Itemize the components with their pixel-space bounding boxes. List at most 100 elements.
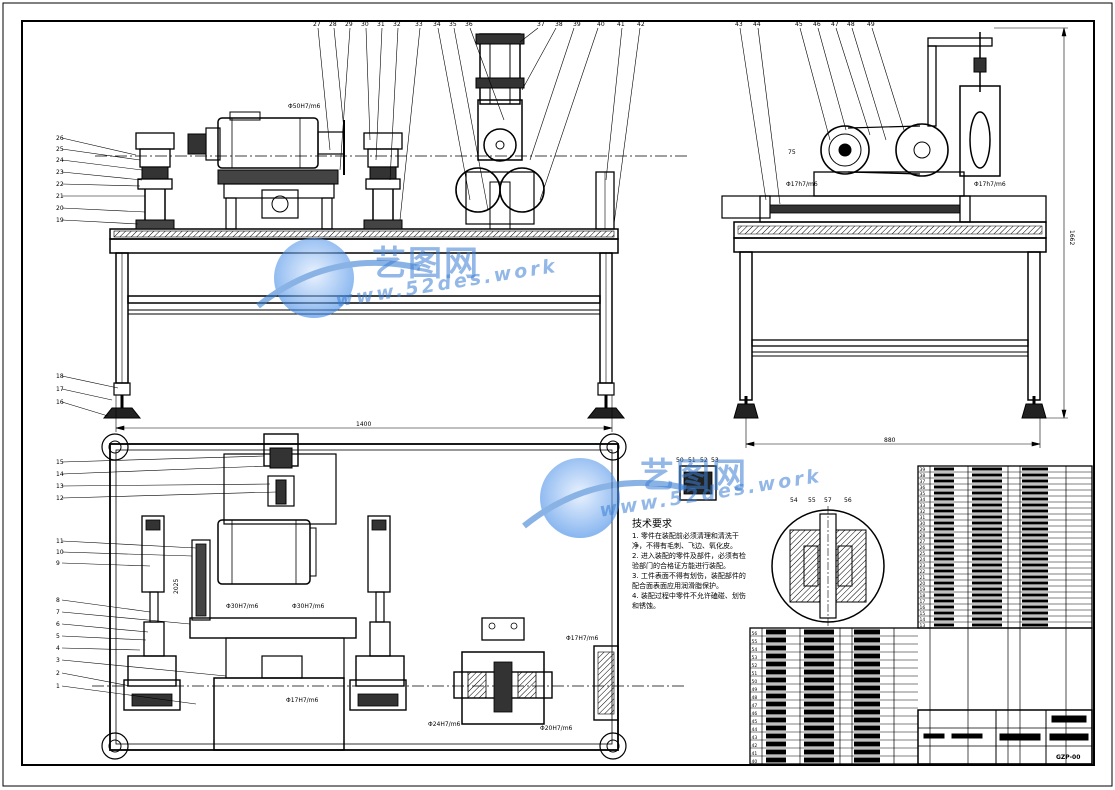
bom-row-number: 42 bbox=[752, 743, 758, 749]
bom-row-number: 23 bbox=[920, 563, 926, 569]
bom-cell-mark bbox=[972, 485, 1002, 489]
part-no-8: 8 bbox=[56, 597, 60, 604]
dim-v-label: 2025 bbox=[173, 579, 180, 594]
bom-cell-mark bbox=[854, 653, 880, 659]
fit-label-2: Φ17h7/m6 bbox=[786, 181, 818, 188]
part-no-42: 42 bbox=[637, 21, 645, 28]
part-no-20: 20 bbox=[56, 205, 64, 212]
bom-cell-mark bbox=[972, 617, 1002, 621]
bom-cell-mark bbox=[1022, 575, 1048, 579]
bom-cell-mark bbox=[804, 677, 834, 683]
detail-no-55: 55 bbox=[808, 497, 816, 504]
part-no-49: 49 bbox=[867, 21, 875, 28]
bom-row-number: 45 bbox=[752, 719, 758, 725]
front-view bbox=[95, 33, 690, 419]
tech-req-item-4: 4. 装配过程中零件不允许磕碰、划伤和锈蚀。 bbox=[632, 592, 746, 610]
bom-cell-mark bbox=[934, 605, 954, 609]
bom-cell-mark bbox=[766, 669, 786, 675]
bom-cell-mark bbox=[804, 741, 834, 747]
bom-row-number: 19 bbox=[920, 587, 926, 593]
bom-cell-mark bbox=[854, 725, 880, 731]
bom-cell-mark bbox=[934, 575, 954, 579]
bom-cell-mark bbox=[934, 599, 954, 603]
bom-row-number: 28 bbox=[920, 533, 926, 539]
bom-row-number: 55 bbox=[752, 639, 758, 645]
bom-cell-mark bbox=[1022, 527, 1048, 531]
bom-row-number: 35 bbox=[920, 491, 926, 497]
bom-cell-mark bbox=[854, 637, 880, 643]
side-height-label: 1662 bbox=[1068, 230, 1075, 245]
bom-row-number: 46 bbox=[752, 711, 758, 717]
bom-cell-mark bbox=[934, 509, 954, 513]
bom-row-number: 32 bbox=[920, 509, 926, 515]
part-no-23: 23 bbox=[56, 169, 64, 176]
bom-row-number: 25 bbox=[920, 551, 926, 557]
bom-cell-mark bbox=[1022, 587, 1048, 591]
bom-cell-mark bbox=[1022, 569, 1048, 573]
bom-row-number: 52 bbox=[752, 663, 758, 669]
bom-row-number: 27 bbox=[920, 539, 926, 545]
part-no-27: 27 bbox=[313, 21, 321, 28]
fit-label-7: Φ17H7/m6 bbox=[566, 635, 599, 642]
bom-cell-mark bbox=[972, 593, 1002, 597]
bom-row-number: 38 bbox=[920, 473, 926, 479]
part-no-6: 6 bbox=[56, 621, 60, 628]
detail-no-51: 51 bbox=[688, 457, 696, 464]
part-no-46: 46 bbox=[813, 21, 821, 28]
tech-req-title: 技术要求 bbox=[632, 519, 672, 530]
bom-cell-mark bbox=[972, 527, 1002, 531]
bom-cell-mark bbox=[1022, 617, 1048, 621]
bom-cell-mark bbox=[766, 693, 786, 699]
front-leaders bbox=[61, 27, 641, 417]
bom-cell-mark bbox=[934, 533, 954, 537]
bom-cell-mark bbox=[934, 467, 954, 471]
part-no-43: 43 bbox=[735, 21, 743, 28]
fit-label-8: Φ24H7/m6 bbox=[428, 721, 461, 728]
bom-cell-mark bbox=[766, 653, 786, 659]
bom-cell-mark bbox=[1022, 503, 1048, 507]
bom-cell-mark bbox=[972, 533, 1002, 537]
bom-row-number: 41 bbox=[752, 751, 758, 757]
bom-cell-mark bbox=[766, 749, 786, 755]
bom-cell-mark bbox=[804, 757, 834, 763]
bom-cell-mark bbox=[766, 717, 786, 723]
bom-lower bbox=[749, 627, 1093, 765]
bom-cell-mark bbox=[1022, 533, 1048, 537]
part-no-44: 44 bbox=[753, 21, 761, 28]
part-no-3: 3 bbox=[56, 657, 60, 664]
part-no-28: 28 bbox=[329, 21, 337, 28]
bom-cell-mark bbox=[854, 749, 880, 755]
part-no-32: 32 bbox=[393, 21, 401, 28]
part-no-35: 35 bbox=[449, 21, 457, 28]
part-no-2: 2 bbox=[56, 670, 60, 677]
bom-row-number: 21 bbox=[920, 575, 926, 581]
bom-row-number: 33 bbox=[920, 503, 926, 509]
bom-cell-mark bbox=[804, 629, 834, 635]
bom-cell-mark bbox=[1022, 611, 1048, 615]
bom-row-number: 37 bbox=[920, 479, 926, 485]
bom-row-number: 17 bbox=[920, 599, 926, 605]
part-no-4: 4 bbox=[56, 645, 60, 652]
fit-label-5: Φ30H7/m6 bbox=[292, 603, 325, 610]
front-width-label: 1400 bbox=[356, 421, 371, 428]
bom-cell-mark bbox=[766, 757, 786, 763]
bom-cell-mark bbox=[766, 709, 786, 715]
bom-cell-mark bbox=[934, 551, 954, 555]
tech-req-item-3: 3. 工件表面不得有划伤，装配部件的配合面表面应用润滑脂保护。 bbox=[632, 572, 746, 590]
part-no-22: 22 bbox=[56, 181, 64, 188]
bom-cell-mark bbox=[934, 581, 954, 585]
bom-row-number: 14 bbox=[920, 617, 926, 623]
bom-cell-mark bbox=[972, 623, 1002, 627]
part-no-47: 47 bbox=[831, 21, 839, 28]
plan-part-numbers: 15 14 13 12 11 10 9 8 7 6 5 4 3 2 1 Φ30H… bbox=[56, 459, 599, 732]
front-part-numbers: 26 25 24 23 22 21 20 19 18 17 16 27 28 2… bbox=[56, 21, 645, 406]
bom-cell-mark bbox=[972, 491, 1002, 495]
bom-cell-mark bbox=[804, 661, 834, 667]
side-part-numbers: 43 44 45 46 47 48 49 Φ17h7/m6 Φ17h7/m6 7… bbox=[735, 21, 1006, 188]
part-no-36: 36 bbox=[465, 21, 473, 28]
bom-cell-mark bbox=[1022, 509, 1048, 513]
part-no-11: 11 bbox=[56, 538, 64, 545]
bom-row-number: 51 bbox=[752, 671, 758, 677]
part-no-40: 40 bbox=[597, 21, 605, 28]
bom-cell-mark bbox=[972, 467, 1002, 471]
